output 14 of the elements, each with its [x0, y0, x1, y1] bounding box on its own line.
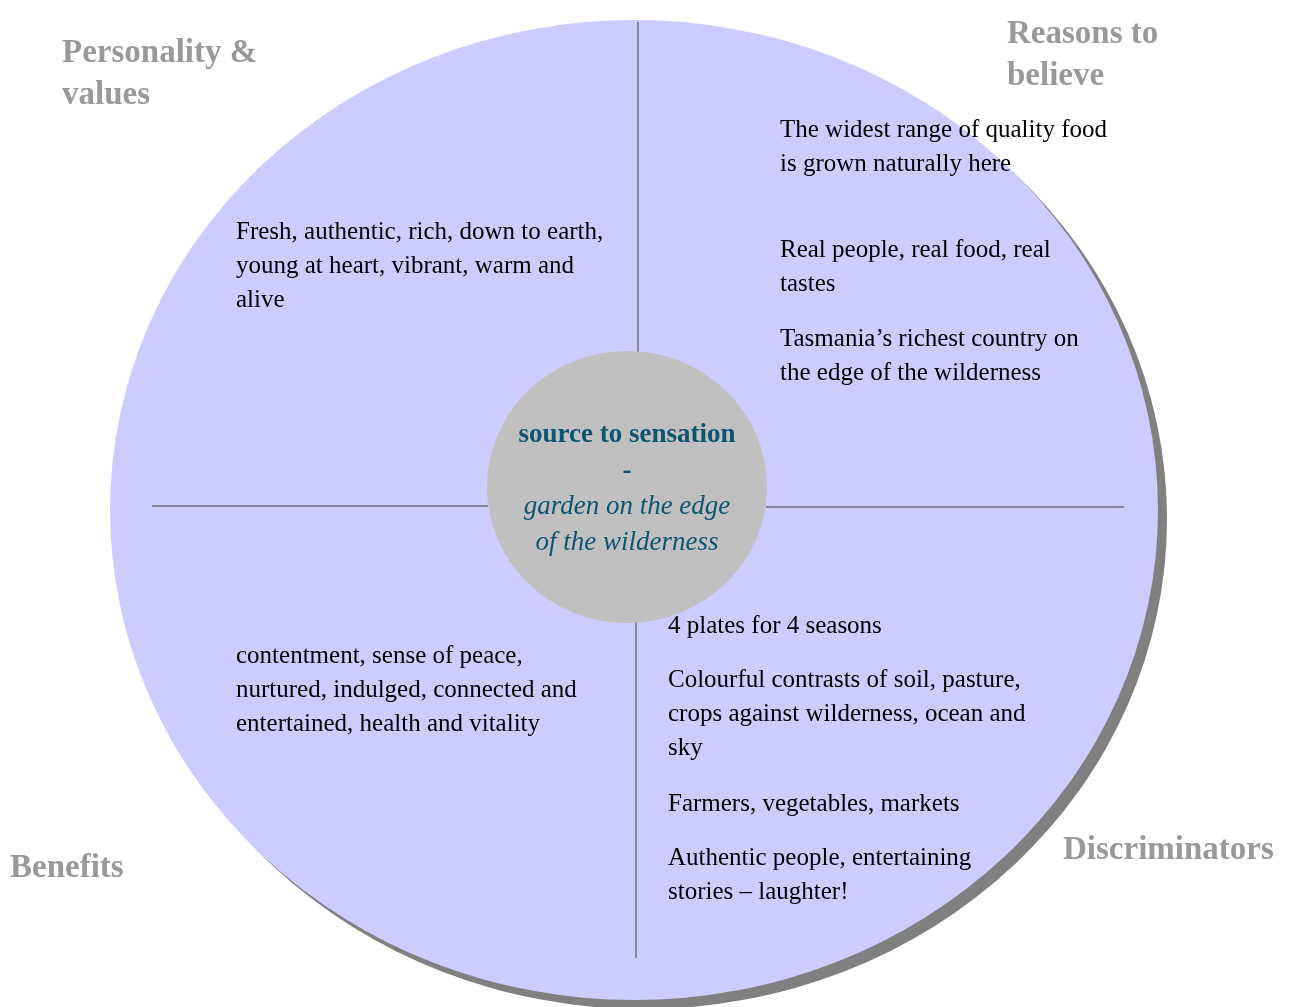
quadrant-heading: Reasons to believe: [1007, 13, 1160, 94]
quadrant-text: 4 plates for 4 seasons: [668, 610, 883, 640]
quadrant-text: The widest range of quality food is grown naturally here: [780, 114, 1108, 178]
quadrant-text: Authentic people, entertaining stories – laughter!: [668, 842, 973, 906]
quadrant-heading: Personality & values: [62, 32, 259, 113]
quadrant-text: Fresh, authentic, rich, down to earth, young at heart, vibrant, warm and alive: [236, 216, 605, 314]
quadrant-text: Farmers, vegetables, markets: [668, 788, 961, 818]
quadrant-heading: Benefits: [10, 847, 125, 886]
quadrant-heading: Discriminators: [1063, 829, 1275, 868]
core-subtitle: garden on the edge of the wilderness: [522, 489, 732, 558]
quadrant-text: contentment, sense of peace, nurtured, indulged, connected and entertained, health and vitality: [236, 640, 578, 738]
quadrant-text: Colourful contrasts of soil, pasture, crops against wilderness, ocean and sky: [668, 664, 1027, 762]
quadrant-text: Real people, real food, real tastes: [780, 234, 1052, 298]
quadrant-text: Tasmania’s richest country on the edge of the wilderness: [780, 323, 1080, 387]
